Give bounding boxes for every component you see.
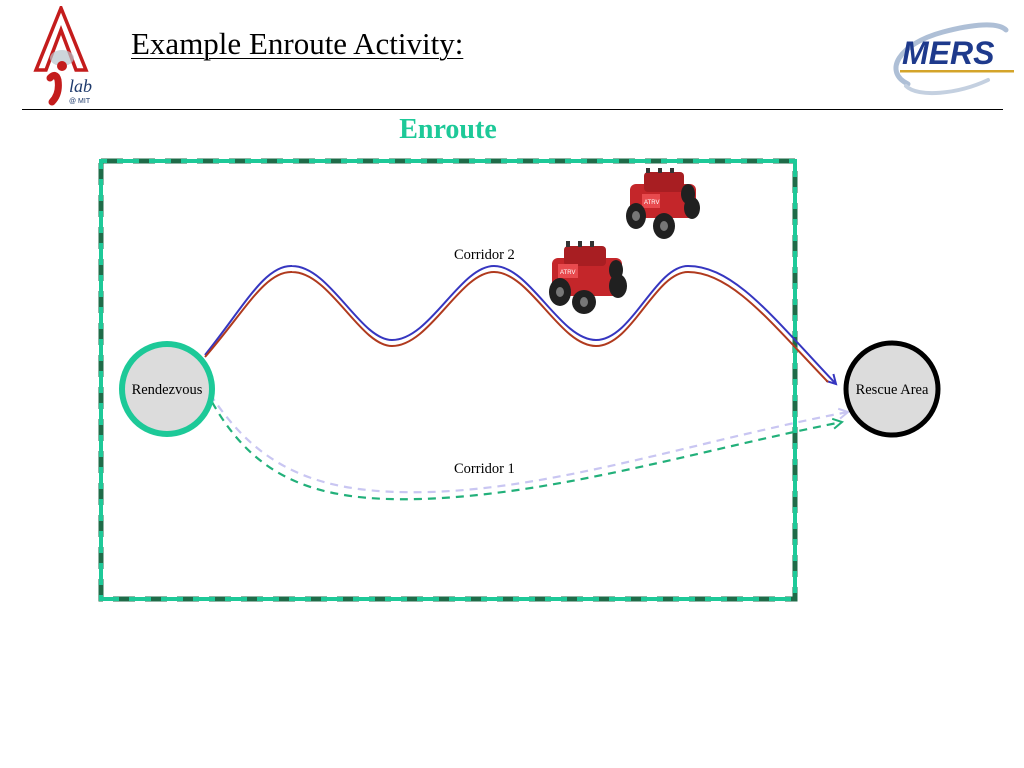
corridor-1-label: Corridor 1 bbox=[454, 461, 515, 477]
header-divider bbox=[22, 109, 1003, 110]
ilab-logo-i-stroke bbox=[46, 71, 62, 106]
ilab-logo: lab @ MIT bbox=[33, 6, 92, 106]
atrv-badge: ATRV bbox=[644, 200, 659, 206]
atrv-robot: ATRV bbox=[626, 168, 700, 239]
ilab-logo-i-dot bbox=[57, 61, 67, 71]
corridor-2-path-red bbox=[204, 270, 829, 383]
mers-logo-swoosh-bottom bbox=[904, 78, 990, 96]
mers-logo: MERS bbox=[893, 22, 1014, 96]
corridor-2-path-blue bbox=[204, 264, 836, 384]
mers-logo-underline bbox=[900, 70, 1014, 73]
ilab-logo-car bbox=[50, 50, 74, 66]
corridor-1-path-alt bbox=[209, 393, 848, 494]
ilab-logo-lab-text: lab bbox=[69, 76, 92, 96]
rescue-area-node: Rescue Area bbox=[843, 340, 941, 438]
atrv-robot: ATRV bbox=[549, 241, 627, 314]
ilab-logo-sub-text: @ MIT bbox=[69, 98, 91, 105]
ilab-logo-triangle bbox=[33, 6, 89, 72]
activity-label: Enroute bbox=[399, 114, 497, 145]
corridor-2-label: Corridor 2 bbox=[454, 247, 515, 263]
corridor-1-path bbox=[211, 401, 842, 501]
activity-boundary bbox=[98, 158, 798, 602]
slide-title: Example Enroute Activity: bbox=[131, 26, 464, 61]
mers-logo-swoosh-top bbox=[893, 22, 1009, 87]
mers-logo-text: MERS bbox=[902, 35, 995, 71]
rendezvous-node: Rendezvous bbox=[119, 341, 215, 437]
rescue-area-label: Rescue Area bbox=[856, 382, 929, 398]
atrv-badge: ATRV bbox=[560, 270, 575, 276]
rendezvous-label: Rendezvous bbox=[132, 382, 203, 398]
